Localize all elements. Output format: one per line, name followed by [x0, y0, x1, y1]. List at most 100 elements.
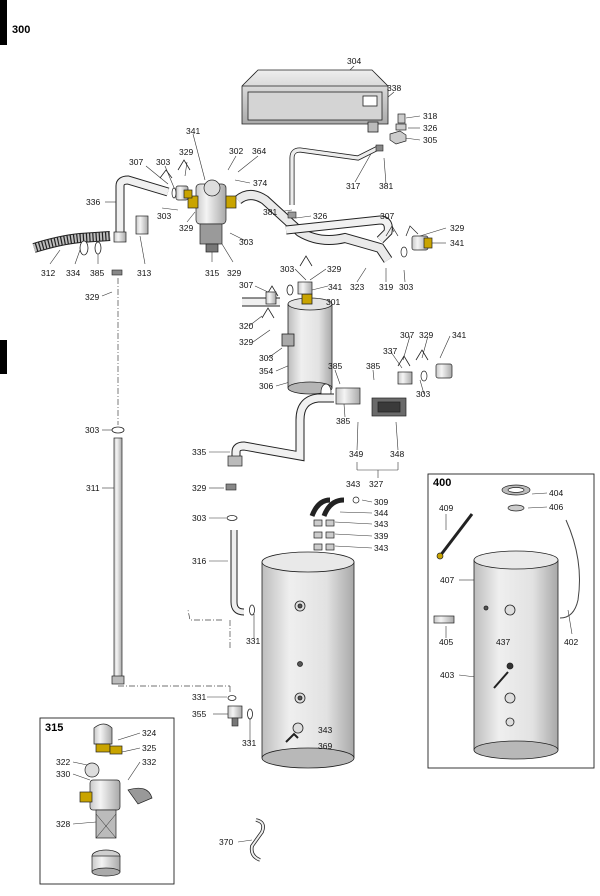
- part-label: 341: [328, 282, 343, 292]
- part-label: 328: [56, 819, 71, 829]
- part-label: 385: [328, 361, 343, 371]
- part-label: 324: [142, 728, 157, 738]
- part-label: 318: [423, 111, 438, 121]
- part-label: 404: [549, 488, 564, 498]
- diagram-title: 300: [12, 24, 31, 36]
- part-label: 320: [239, 321, 254, 331]
- part-label: 331: [246, 636, 261, 646]
- part-label: 303: [192, 513, 207, 523]
- part-label: 332: [142, 757, 157, 767]
- part-label: 329: [85, 292, 100, 302]
- vessel-fittings: [389, 113, 407, 145]
- part-label: 335: [192, 447, 207, 457]
- part-label: 339: [374, 531, 389, 541]
- part-label: 341: [450, 238, 465, 248]
- part-label: 349: [349, 449, 364, 459]
- part-label: 374: [253, 178, 268, 188]
- part-label: 338: [387, 83, 402, 93]
- part-label: 303: [416, 389, 431, 399]
- part-label: 405: [439, 637, 454, 647]
- inset-315-title: 315: [45, 722, 64, 734]
- part-label: 329: [239, 337, 254, 347]
- part-label: 307: [239, 280, 254, 290]
- part-label: 385: [90, 268, 105, 278]
- part-label: 326: [313, 211, 328, 221]
- part-label: 303: [239, 237, 254, 247]
- part-label: 306: [259, 381, 274, 391]
- part-label: 354: [259, 366, 274, 376]
- part-label: 343: [318, 725, 333, 735]
- part-label: 344: [374, 508, 389, 518]
- filter-assembly: [187, 179, 237, 253]
- inset-400-parts: [433, 484, 580, 624]
- part-label: 364: [252, 146, 267, 156]
- part-label: 303: [259, 353, 274, 363]
- part-label: 317: [346, 181, 361, 191]
- storage-tank: [261, 551, 355, 769]
- part-label: 406: [549, 502, 564, 512]
- part-label: 313: [137, 268, 152, 278]
- part-label: 336: [86, 197, 101, 207]
- part-label: 316: [192, 556, 207, 566]
- part-label: 303: [156, 157, 171, 167]
- inset-400-title: 400: [433, 477, 452, 489]
- inset-400-tank: [473, 550, 559, 760]
- part-label: 403: [440, 670, 455, 680]
- right-fittings-mid: [397, 363, 453, 385]
- part-label: 329: [227, 268, 242, 278]
- part-label: 329: [419, 330, 434, 340]
- part-label: 348: [390, 449, 405, 459]
- part-label: 305: [423, 135, 438, 145]
- part-label: 341: [452, 330, 467, 340]
- part-label: 341: [186, 126, 201, 136]
- part-label: 370: [219, 837, 234, 847]
- part-label: 323: [350, 282, 365, 292]
- part-label: 307: [380, 211, 395, 221]
- part-label: 329: [192, 483, 207, 493]
- expansion-vessel: [241, 69, 389, 133]
- part-label: 304: [347, 56, 362, 66]
- part-label: 343: [374, 543, 389, 553]
- part-label: 312: [41, 268, 56, 278]
- part-label: 409: [439, 503, 454, 513]
- heat-exchanger: [281, 293, 333, 395]
- part-label: 315: [205, 268, 220, 278]
- part-label: 337: [383, 346, 398, 356]
- tank-top-fittings: [309, 496, 360, 551]
- upper-left-fittings: [171, 185, 193, 201]
- part-label: 329: [179, 223, 194, 233]
- part-label: 309: [374, 497, 389, 507]
- part-label: 303: [280, 264, 295, 274]
- page-edge-marker-top: [0, 0, 7, 45]
- part-label: 369: [318, 741, 333, 751]
- part-label: 303: [157, 211, 172, 221]
- part-label: 311: [86, 483, 100, 493]
- part-label: 407: [440, 575, 455, 585]
- part-label: 302: [229, 146, 244, 156]
- part-label: 329: [450, 223, 465, 233]
- part-label: 307: [400, 330, 415, 340]
- part-label: 329: [179, 147, 194, 157]
- part-label: 343: [374, 519, 389, 529]
- part-label: 325: [142, 743, 157, 753]
- part-label: 329: [327, 264, 342, 274]
- assembly-axis-lines: [117, 278, 231, 692]
- part-label: 331: [242, 738, 257, 748]
- part-label: 331: [192, 692, 207, 702]
- part-label: 322: [56, 757, 71, 767]
- leader-lines: [49, 65, 451, 843]
- part-label: 355: [192, 709, 207, 719]
- part-label: 334: [66, 268, 81, 278]
- part-label: 327: [369, 479, 384, 489]
- right-fittings-top: [385, 225, 433, 258]
- part-label: 330: [56, 769, 71, 779]
- inset-315-filter: [79, 723, 153, 877]
- part-label: 385: [336, 416, 351, 426]
- part-label: 343: [346, 479, 361, 489]
- part-label: 301: [326, 297, 341, 307]
- part-label: 303: [399, 282, 414, 292]
- part-label: 307: [129, 157, 144, 167]
- page-edge-marker-middle: [0, 340, 7, 374]
- page-edge-tab: [0, 0, 7, 896]
